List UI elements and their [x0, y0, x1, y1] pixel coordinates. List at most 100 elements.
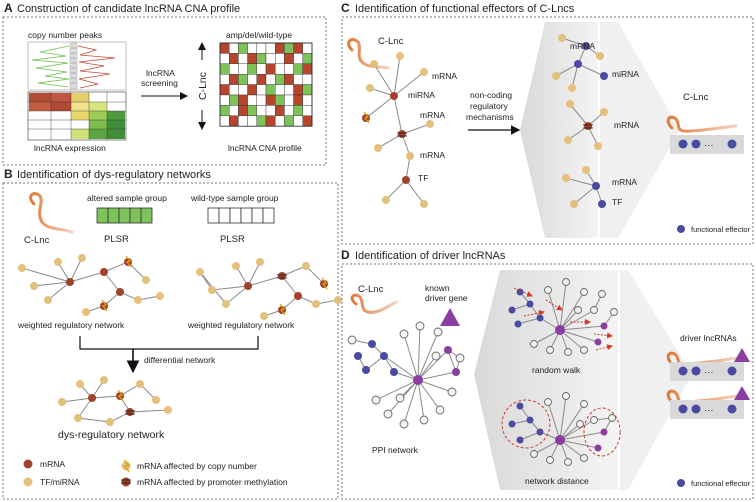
cna-cell [247, 53, 258, 65]
network-edge [417, 331, 439, 381]
c-result-lnc-icon [666, 115, 738, 133]
cna-cell [275, 42, 285, 54]
effector-dot [691, 139, 701, 149]
cna-cell [228, 115, 239, 127]
screening-line2: screening [141, 78, 178, 88]
network-node [558, 34, 566, 42]
legend-effector-swatch-c [677, 225, 685, 233]
network-node [594, 444, 602, 452]
panel-b-border [2, 182, 339, 500]
altered-sample-box [129, 207, 142, 224]
cna-cell [247, 84, 258, 96]
network-edge [69, 271, 105, 283]
network-edge [571, 63, 579, 89]
network-edge [369, 87, 395, 97]
clnc-axis-label: C-Lnc [197, 72, 209, 100]
cna-cell [302, 73, 313, 85]
cna-cell [219, 115, 230, 127]
cna-cell [284, 94, 294, 106]
d-driver-lnc-icon-1 [666, 351, 740, 366]
network-node [516, 436, 524, 444]
network-node [544, 398, 552, 406]
network-node [608, 414, 616, 422]
legend-tf-swatch [23, 477, 33, 487]
network-node [530, 340, 538, 348]
c-mrna-mid: mRNA [420, 110, 445, 120]
cna-cell [238, 105, 248, 117]
network-edge [547, 401, 561, 441]
cna-cell [219, 94, 230, 106]
network-node [590, 416, 598, 424]
network-edge [559, 431, 605, 441]
cna-cell [256, 42, 267, 54]
network-edge [573, 185, 597, 205]
lightning-icon [279, 303, 286, 316]
altered-sample-box [118, 207, 131, 224]
network-node [399, 419, 409, 429]
methylation-icon [121, 477, 131, 487]
cna-cell [228, 53, 239, 65]
network-node [395, 393, 405, 403]
driver-gene-triangle [440, 308, 460, 326]
c-tf: TF [418, 173, 428, 183]
d-driver-triangle-2 [734, 386, 750, 400]
network-node [596, 52, 604, 60]
differential-label: differential network [144, 355, 216, 365]
clnc-label-c: C-Lnc [378, 36, 404, 47]
cna-cell [228, 94, 239, 106]
network-node [136, 380, 144, 388]
network-edge [305, 265, 325, 285]
network-edge [417, 349, 449, 381]
dys-network-label: dys-regulatory network [58, 429, 165, 441]
cna-cell [284, 84, 294, 96]
c-r1-mrna: mRNA [570, 41, 595, 51]
cna-cell [275, 53, 285, 65]
network-node [610, 308, 618, 316]
methylation-mark [125, 410, 135, 415]
c-legend: functional effector [691, 225, 751, 234]
network-node [142, 276, 150, 284]
network-node [536, 314, 544, 322]
d-driver-triangle-1 [734, 348, 750, 362]
network-edge [559, 309, 595, 331]
network-edge [559, 419, 595, 441]
network-edge [559, 291, 585, 331]
cna-cell [238, 73, 248, 85]
c-result-clnc: C-Lnc [683, 92, 709, 103]
network-edge [577, 63, 605, 77]
legend-copy-number: mRNA affected by copy number [137, 461, 257, 471]
network-edge [61, 397, 93, 403]
d-effector-box-1 [670, 362, 744, 381]
cna-cell [256, 94, 267, 106]
network-node [58, 398, 66, 406]
network-node [260, 312, 268, 320]
known-line1: known [425, 283, 450, 293]
merge-bracket [79, 336, 259, 350]
cna-cell [275, 73, 285, 85]
cna-cell [293, 105, 304, 117]
network-node [455, 353, 465, 363]
panel-d-letter: D [341, 248, 350, 262]
network-node [278, 272, 286, 280]
network-node [570, 200, 578, 208]
d-dots-1: ··· [704, 367, 714, 378]
network-edge [555, 63, 579, 77]
effector-dot [691, 366, 701, 376]
cna-cell [228, 63, 239, 75]
cna-cell [293, 84, 304, 96]
cna-cell [238, 84, 248, 96]
c-left-fan [520, 22, 598, 238]
network-node [402, 176, 410, 184]
network-node [508, 306, 516, 314]
cna-cell [219, 53, 230, 65]
clnc-label-b: C-Lnc [24, 235, 50, 246]
d-effector-box-2 [670, 400, 744, 419]
network-node [116, 288, 124, 296]
d-right-fan [620, 270, 692, 490]
network-node [516, 402, 524, 410]
network-node [256, 258, 264, 266]
network-node [514, 320, 522, 328]
network-node [390, 368, 398, 376]
effector-dot [678, 366, 688, 376]
distance-circle [501, 399, 551, 449]
